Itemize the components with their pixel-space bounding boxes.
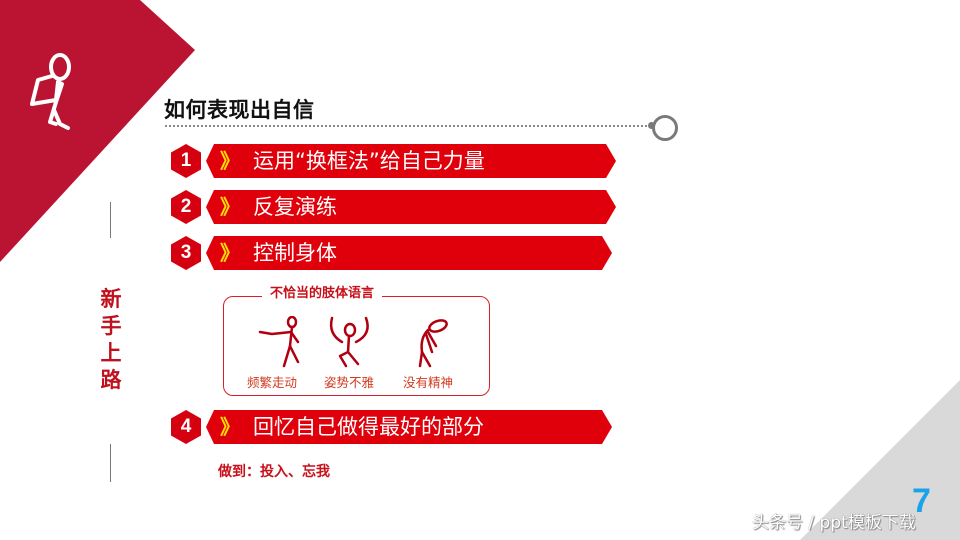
chevron-right-icon: 》: [220, 415, 240, 439]
stick-figure-arms-up-icon: [324, 316, 374, 368]
corner-decoration-triangle: [0, 0, 200, 270]
item-4-note: 做到：投入、忘我: [218, 464, 330, 480]
divider-ring-icon: [652, 115, 678, 141]
side-divider-top: [110, 202, 111, 238]
caption-frequent-walking: 频繁走动: [247, 375, 298, 390]
number-badge: 1: [170, 144, 202, 178]
slide-title: 如何表现出自信: [164, 98, 315, 122]
corner-decoration-gray: [760, 380, 960, 540]
item-bar: 》 控制身体: [206, 236, 612, 270]
caption-no-energy: 没有精神: [403, 375, 454, 390]
chevron-right-icon: 》: [220, 241, 240, 265]
item-bar: 》 反复演练: [206, 190, 616, 224]
number-badge: 3: [170, 236, 202, 270]
stick-figure-pointing-icon: [254, 315, 304, 368]
side-label: 新 手 上 路: [100, 287, 122, 392]
body-language-title: 不恰当的肢体语言: [262, 284, 383, 304]
side-divider-bottom: [110, 444, 111, 482]
divider-end-dot: [648, 122, 655, 129]
item-bar: 》 运用“换框法”给自己力量: [206, 144, 616, 178]
caption-bad-posture: 姿势不雅: [324, 375, 375, 390]
page-number: 7: [912, 482, 931, 520]
chevron-right-icon: 》: [220, 149, 240, 173]
stick-figure-slouching-icon: [410, 316, 460, 368]
chevron-right-icon: 》: [220, 195, 240, 219]
watermark: 头条号 / ppt模板下载: [752, 513, 916, 533]
number-badge: 2: [170, 190, 202, 224]
thinking-figure-icon: [28, 52, 76, 136]
number-badge: 4: [170, 410, 202, 444]
title-dotted-divider: [165, 125, 655, 127]
item-bar: 》 回忆自己做得最好的部分: [206, 410, 612, 444]
